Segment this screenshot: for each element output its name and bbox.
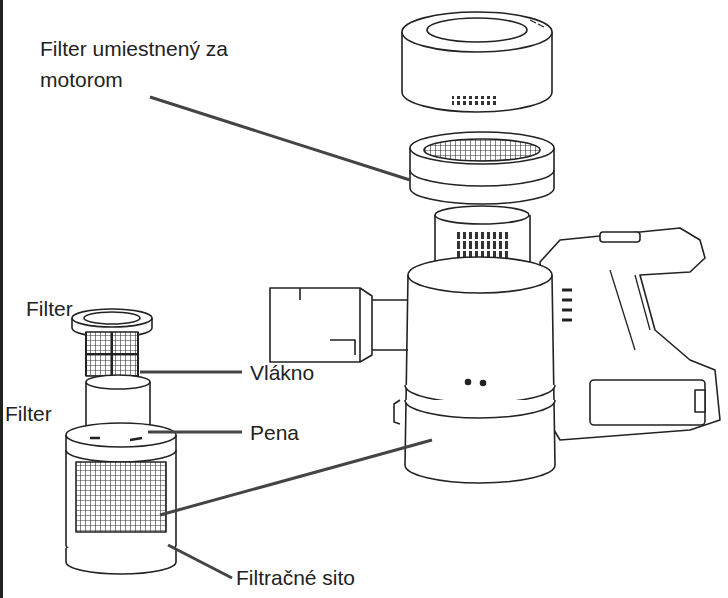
leader-line xyxy=(140,371,242,374)
part-label: Filter umiestnený za motorom xyxy=(40,33,230,95)
fiber-filter xyxy=(86,332,138,376)
leader-lines xyxy=(140,97,432,578)
part-label: Filtračné sito xyxy=(236,562,436,593)
motor-filter-ring xyxy=(410,132,554,204)
leader-line xyxy=(168,545,232,578)
inlet-nozzle xyxy=(270,288,408,362)
motor-housing xyxy=(435,206,530,262)
part-label: Vlákno xyxy=(250,357,370,388)
handle xyxy=(540,228,720,440)
dust-bin-body xyxy=(394,257,555,483)
part-label: Filter xyxy=(26,293,106,324)
leader-line xyxy=(160,440,432,515)
part-label: Pena xyxy=(250,417,370,448)
leader-line xyxy=(148,431,242,434)
filter-screen xyxy=(66,423,176,574)
motor-cap xyxy=(402,12,552,112)
page-border xyxy=(0,0,3,598)
leader-line xyxy=(150,97,410,180)
part-label: Filter xyxy=(5,398,85,429)
battery xyxy=(590,380,705,425)
